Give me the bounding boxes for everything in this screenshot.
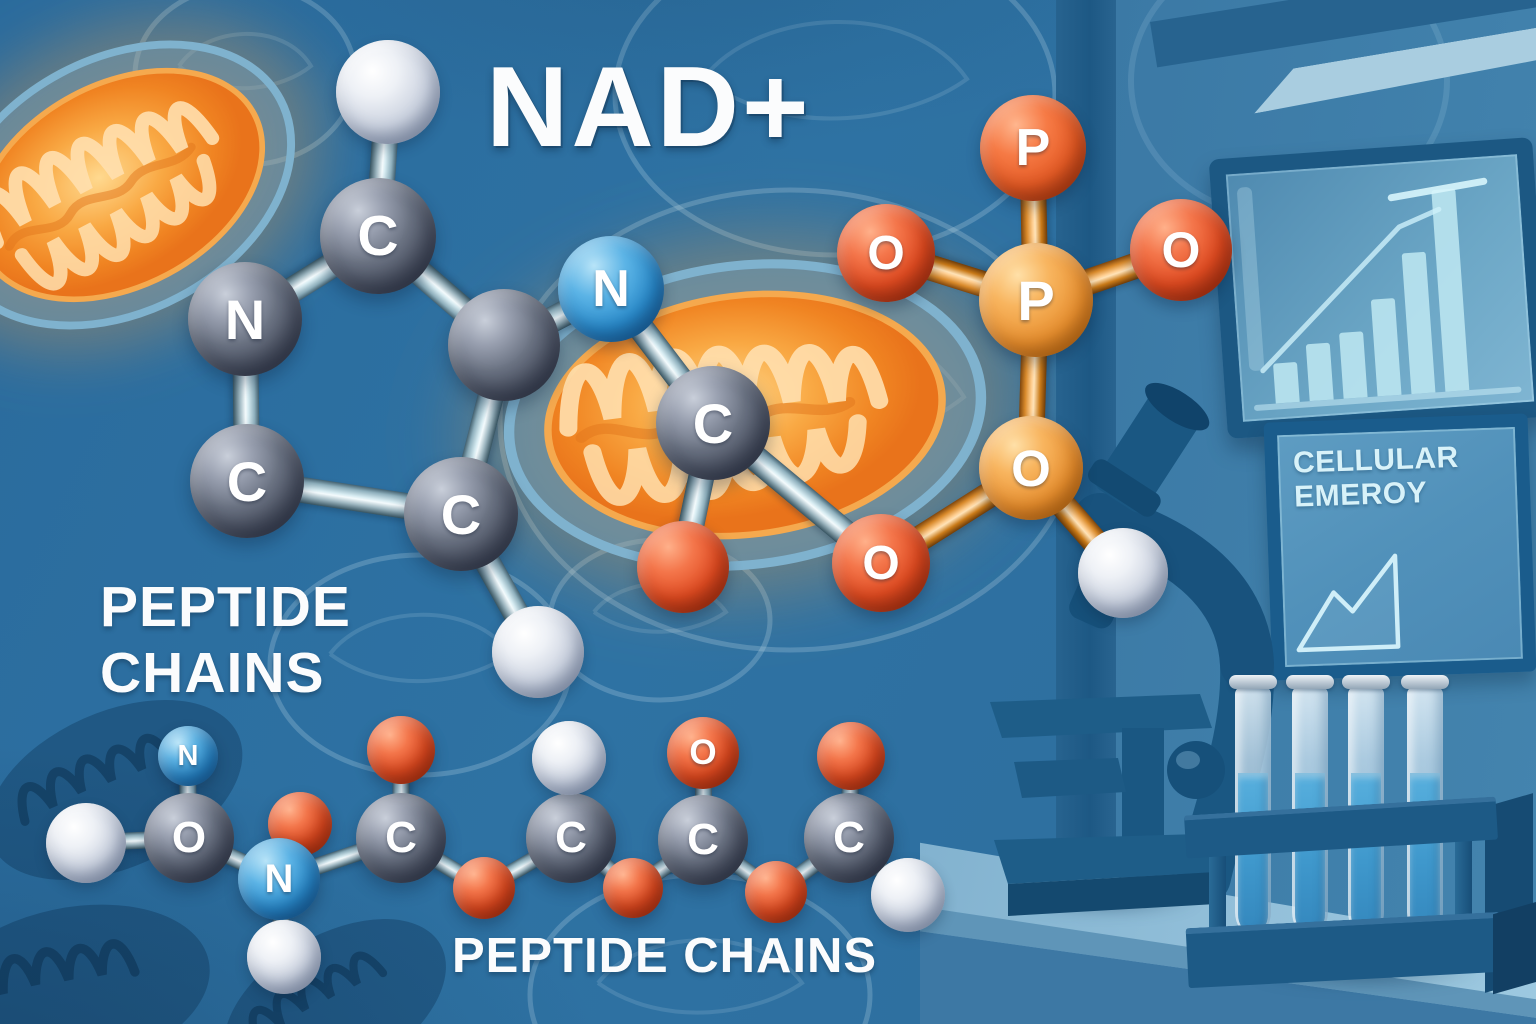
tube-rim: [1342, 675, 1390, 689]
atom-N: N: [558, 236, 664, 342]
atom-silver: [492, 606, 584, 698]
tube-rim: [1286, 675, 1334, 689]
atom-N: N: [188, 262, 302, 376]
atom-C: C: [656, 366, 770, 480]
area-chart: [1291, 547, 1403, 659]
atom-N: N: [158, 726, 218, 786]
atom-label: C: [226, 449, 268, 513]
atom-C: C: [804, 793, 894, 883]
atom-C: C: [356, 793, 446, 883]
atom-silver: [871, 858, 945, 932]
atom-label: O: [867, 226, 905, 280]
atom-label: C: [385, 813, 417, 862]
focus-knob: [1167, 741, 1225, 799]
atom-label: O: [171, 813, 207, 862]
atom-gray: [448, 289, 560, 401]
tube-liquid: [1295, 772, 1325, 934]
trend-line-chart: [1226, 154, 1535, 422]
atom-label: P: [1015, 119, 1051, 177]
tube-rim: [1229, 675, 1277, 689]
atom-C: C: [526, 793, 616, 883]
atom-C: C: [404, 457, 518, 571]
atom-label: O: [1161, 222, 1201, 278]
atom-label: N: [177, 739, 199, 772]
atom-silver: [247, 920, 321, 994]
atom-label: N: [264, 856, 294, 901]
atom-P: P: [979, 243, 1093, 357]
atom-label: O: [1011, 439, 1051, 497]
atom-O: O: [667, 717, 739, 789]
atom-red: [637, 521, 729, 613]
cellular-energy-sign: CELLULAR EMEROY: [1263, 413, 1536, 681]
atom-red: [817, 722, 885, 790]
eyepiece-icon: [1088, 382, 1210, 517]
atom-N: N: [238, 838, 320, 920]
atom-silver: [532, 721, 606, 795]
atom-label: P: [1017, 268, 1055, 332]
atom-label: C: [833, 813, 865, 862]
atom-O: O: [144, 793, 234, 883]
atom-P: P: [980, 95, 1086, 201]
atom-red: [453, 857, 515, 919]
atom-O: O: [979, 416, 1083, 520]
atom-label: O: [862, 536, 900, 590]
atom-label: O: [689, 733, 717, 772]
tube-liquid: [1351, 772, 1381, 934]
atom-C: C: [190, 424, 304, 538]
atom-C: C: [320, 178, 436, 294]
atom-label: N: [224, 287, 266, 351]
tube-rim: [1401, 675, 1449, 689]
atom-silver: [336, 40, 440, 144]
test-tube-rack: [1183, 660, 1536, 995]
microscope-illustration: [990, 382, 1275, 916]
atom-O: O: [1130, 199, 1232, 301]
atom-label: C: [687, 815, 719, 864]
atom-C: C: [658, 795, 748, 885]
atom-label: C: [555, 813, 587, 862]
atom-silver: [1078, 528, 1168, 618]
atom-label: C: [692, 391, 734, 455]
atom-silver: [46, 803, 126, 883]
atom-label: C: [357, 204, 399, 268]
atom-label: N: [592, 260, 630, 318]
atom-red: [367, 716, 435, 784]
atom-label: C: [440, 482, 482, 546]
wall-monitor: [1208, 137, 1536, 439]
atom-O: O: [832, 514, 930, 612]
atom-red: [745, 861, 807, 923]
atom-O: O: [837, 204, 935, 302]
rack-post: [1209, 836, 1226, 928]
atom-red: [603, 858, 663, 918]
rack-post: [1455, 826, 1472, 930]
